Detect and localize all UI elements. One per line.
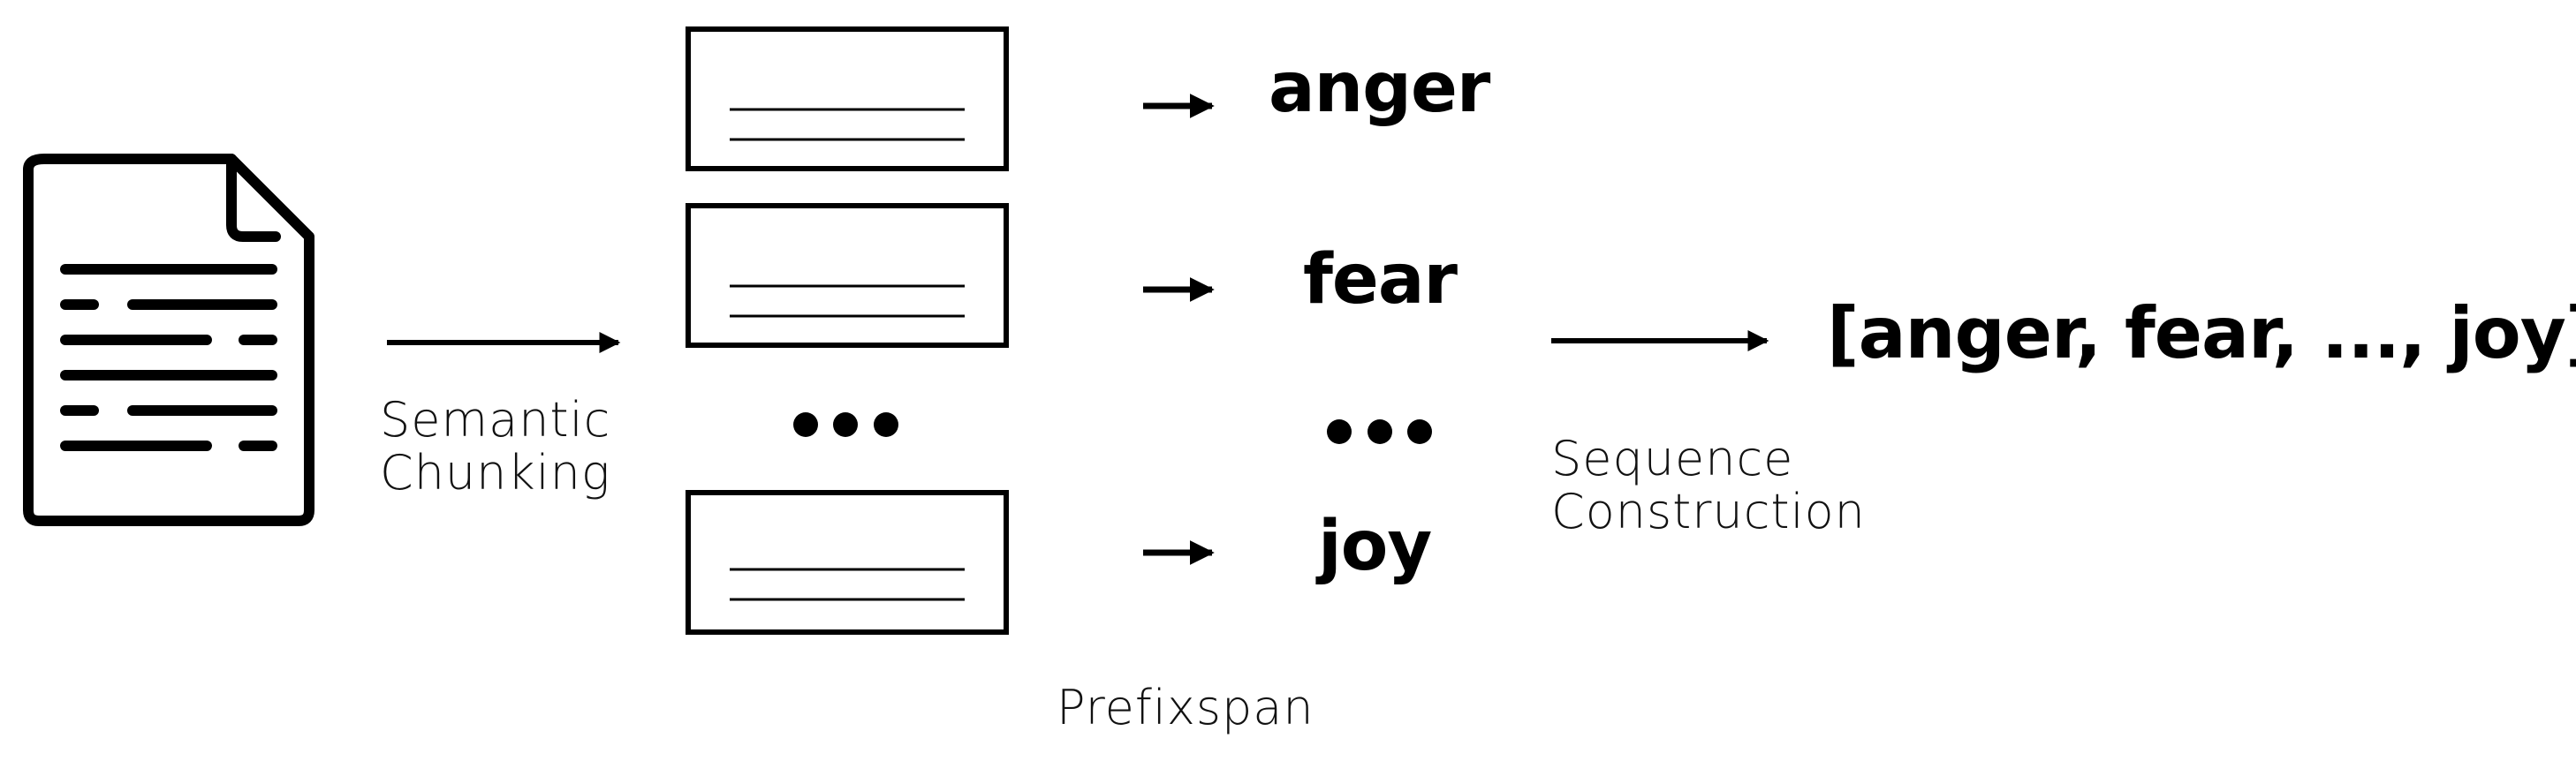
text-chunk-icon: [686, 203, 1009, 348]
label-line: Construction: [1551, 484, 1866, 539]
text-chunk-icon: [686, 26, 1009, 171]
document-icon: [23, 154, 314, 526]
label-line: Chunking: [380, 445, 611, 501]
emotion-joy: joy: [1318, 507, 1432, 586]
semantic-chunking-label: Semantic Chunking: [380, 394, 610, 500]
emotion-anger: anger: [1269, 49, 1490, 128]
text-chunk-icon: [686, 490, 1009, 635]
emotion-fear: fear: [1303, 240, 1458, 320]
prefixspan-label: Prefixspan: [1057, 680, 1315, 735]
ellipsis-dots: [1327, 419, 1432, 444]
emotion-sequence: [anger, fear, ..., joy]: [1827, 292, 2576, 374]
ellipsis-dots: [793, 412, 898, 437]
label-line: Semantic: [380, 392, 611, 448]
label-line: Sequence: [1551, 431, 1794, 486]
sequence-construction-label: Sequence Construction: [1551, 433, 1866, 539]
